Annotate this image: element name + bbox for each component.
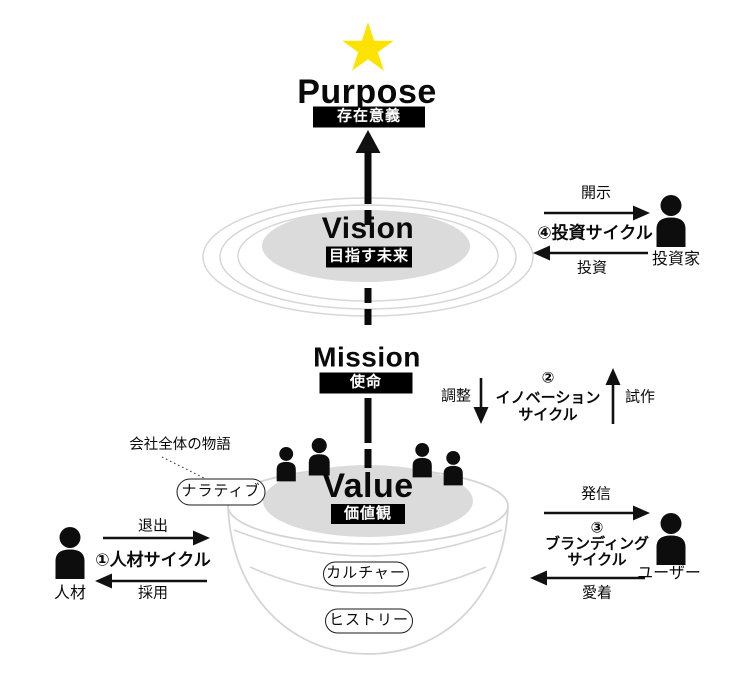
talent-person-icon <box>55 527 85 579</box>
value-title: Value <box>322 466 414 505</box>
investment-cycle-name: ④投資サイクル <box>537 223 653 243</box>
axis-arrow-up <box>355 130 381 468</box>
investor-label: 投資家 <box>651 251 701 269</box>
member-icon <box>412 443 432 478</box>
talent-label: 人材 <box>53 585 87 603</box>
investor-person-icon <box>656 195 686 247</box>
value-label: 価値観 <box>331 504 405 524</box>
talent-in-arrow <box>95 573 207 589</box>
history-pill: ヒストリー <box>325 608 413 634</box>
branding-number: ③ <box>590 519 604 537</box>
innovation-number: ② <box>541 369 555 387</box>
innovation-up-arrow <box>605 368 621 424</box>
member-icon <box>276 447 296 482</box>
branding-inflow-label: 愛着 <box>581 584 613 602</box>
star-icon <box>342 22 394 71</box>
innovation-cycle-name-line2: サイクル <box>518 406 578 424</box>
branding-cycle-name-line2: サイクル <box>567 551 627 569</box>
innovation-up-label: 試作 <box>624 388 656 406</box>
user-person-icon <box>656 513 686 565</box>
innovation-down-label: 調整 <box>440 387 472 405</box>
branding-outflow-label: 発信 <box>580 485 612 503</box>
branding-cycle-name-line1: ブランディング <box>545 535 649 553</box>
narrative-callout-line <box>161 456 211 482</box>
investment-in-arrow <box>533 245 648 261</box>
branding-in-arrow <box>530 570 645 586</box>
user-label: ユーザー <box>637 565 701 583</box>
vision-surface <box>262 210 470 282</box>
culture-pill: カルチャー <box>323 561 409 587</box>
investment-inflow-label: 投資 <box>576 259 608 277</box>
talent-out-arrow <box>103 530 210 546</box>
branding-out-arrow <box>544 505 650 521</box>
investment-outflow-label: 開示 <box>580 184 612 202</box>
investment-out-arrow <box>544 205 650 221</box>
member-icon <box>443 451 463 486</box>
talent-inflow-label: 採用 <box>137 584 169 602</box>
purpose-label: 存在意義 <box>313 106 425 128</box>
narrative-callout: 会社全体の物語 <box>129 436 231 453</box>
mission-label: 使命 <box>319 372 413 394</box>
value-surface <box>263 465 473 537</box>
innovation-down-arrow <box>473 378 489 424</box>
talent-cycle-name: ①人材サイクル <box>95 550 211 570</box>
narrative-pill: ナラティブ <box>176 478 266 506</box>
innovation-cycle-name-line1: イノベーション <box>495 389 601 407</box>
mission-title: Mission <box>313 341 421 373</box>
vision-label: 目指す未来 <box>326 246 412 268</box>
purpose-title: Purpose <box>297 72 437 111</box>
talent-outflow-label: 退出 <box>137 517 169 535</box>
vision-title: Vision <box>321 212 415 246</box>
